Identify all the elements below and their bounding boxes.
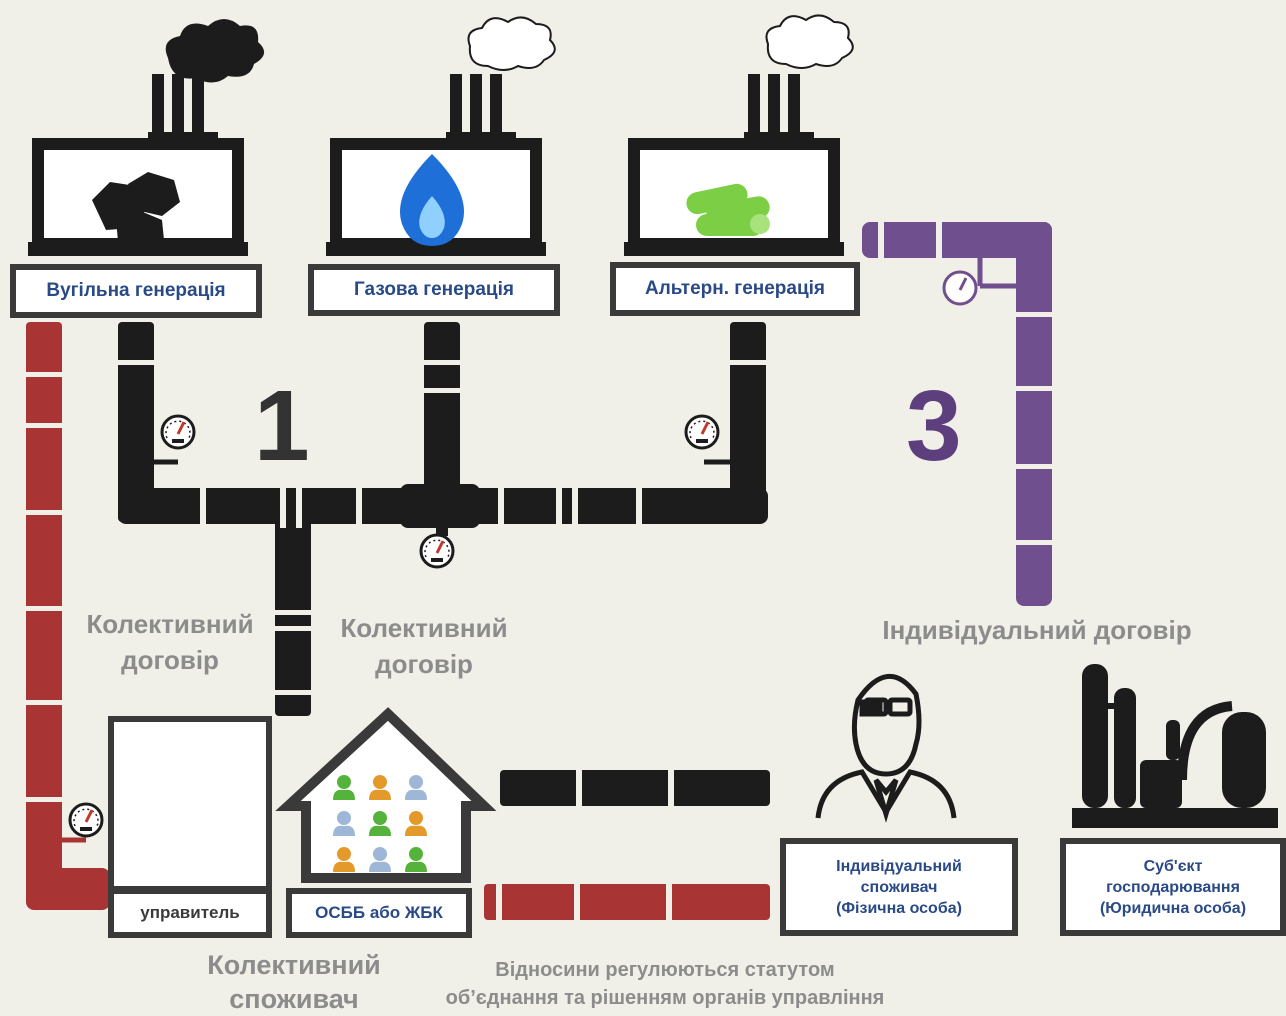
relations-caption: Відносини регулюються статутом об’єднанн…: [400, 956, 930, 1012]
alternative-plant: [624, 14, 854, 256]
manager-panel: [108, 716, 272, 892]
coal-generation-label: Вугільна генерація: [10, 264, 262, 318]
individual-consumer-line1: Індивідуальний: [836, 857, 962, 875]
businessman-icon: [815, 674, 957, 823]
individual-consumer-label: Індивідуальний споживач (Фізична особа): [780, 838, 1018, 936]
collective-consumer-caption: Колективний споживач: [207, 950, 381, 1014]
smoke-cloud-icon: [467, 16, 556, 71]
coal-icon: [92, 172, 180, 250]
gas-generation-label: Газова генерація: [308, 264, 560, 316]
pressure-gauge-icon: [419, 533, 455, 569]
pellet-icon: [686, 183, 770, 236]
pressure-gauge-icon: [942, 270, 978, 306]
pressure-gauge-icon: [160, 414, 196, 450]
business-entity-line3: (Юридична особа): [1099, 899, 1247, 917]
individual-consumer-line3: (Фізична особа): [836, 899, 962, 917]
relations-line2: об’єднання та рішенням органів управлінн…: [445, 987, 885, 1009]
business-entity-line2: господарювання: [1106, 878, 1240, 896]
red-pipe: [22, 322, 770, 924]
relations-line1: Відносини регулюються статутом: [495, 959, 835, 981]
valve-icon: [400, 484, 480, 528]
house-icon: [275, 707, 497, 883]
collective-contract-left: Колективний договір: [86, 609, 254, 675]
scheme-number-1: 1: [254, 370, 310, 482]
individual-consumer-line2: споживач: [860, 878, 938, 896]
pressure-gauge-icon: [68, 802, 104, 838]
coal-plant: [28, 19, 265, 256]
gas-flame-icon: [400, 154, 464, 246]
purple-pipe: [862, 218, 1056, 606]
business-entity-line1: Суб'єкт: [1143, 857, 1203, 875]
smoke-cloud-icon: [165, 19, 265, 83]
scheme-number-3: 3: [906, 370, 962, 482]
smoke-cloud-icon: [765, 14, 854, 69]
factory-icon: [1072, 664, 1278, 828]
pressure-gauge-icon: [684, 414, 720, 450]
osbb-label: ОСББ або ЖБК: [286, 888, 472, 938]
manager-label: управитель: [108, 888, 272, 938]
gas-plant: [326, 16, 556, 256]
alt-generation-label: Альтерн. генерація: [610, 262, 860, 316]
individual-contract: Індивідуальний договір: [882, 615, 1192, 645]
collective-contract-mid: Колективний договір: [340, 613, 508, 679]
black-pipe: [114, 322, 770, 810]
business-entity-label: Суб'єкт господарювання (Юридична особа): [1060, 838, 1286, 936]
